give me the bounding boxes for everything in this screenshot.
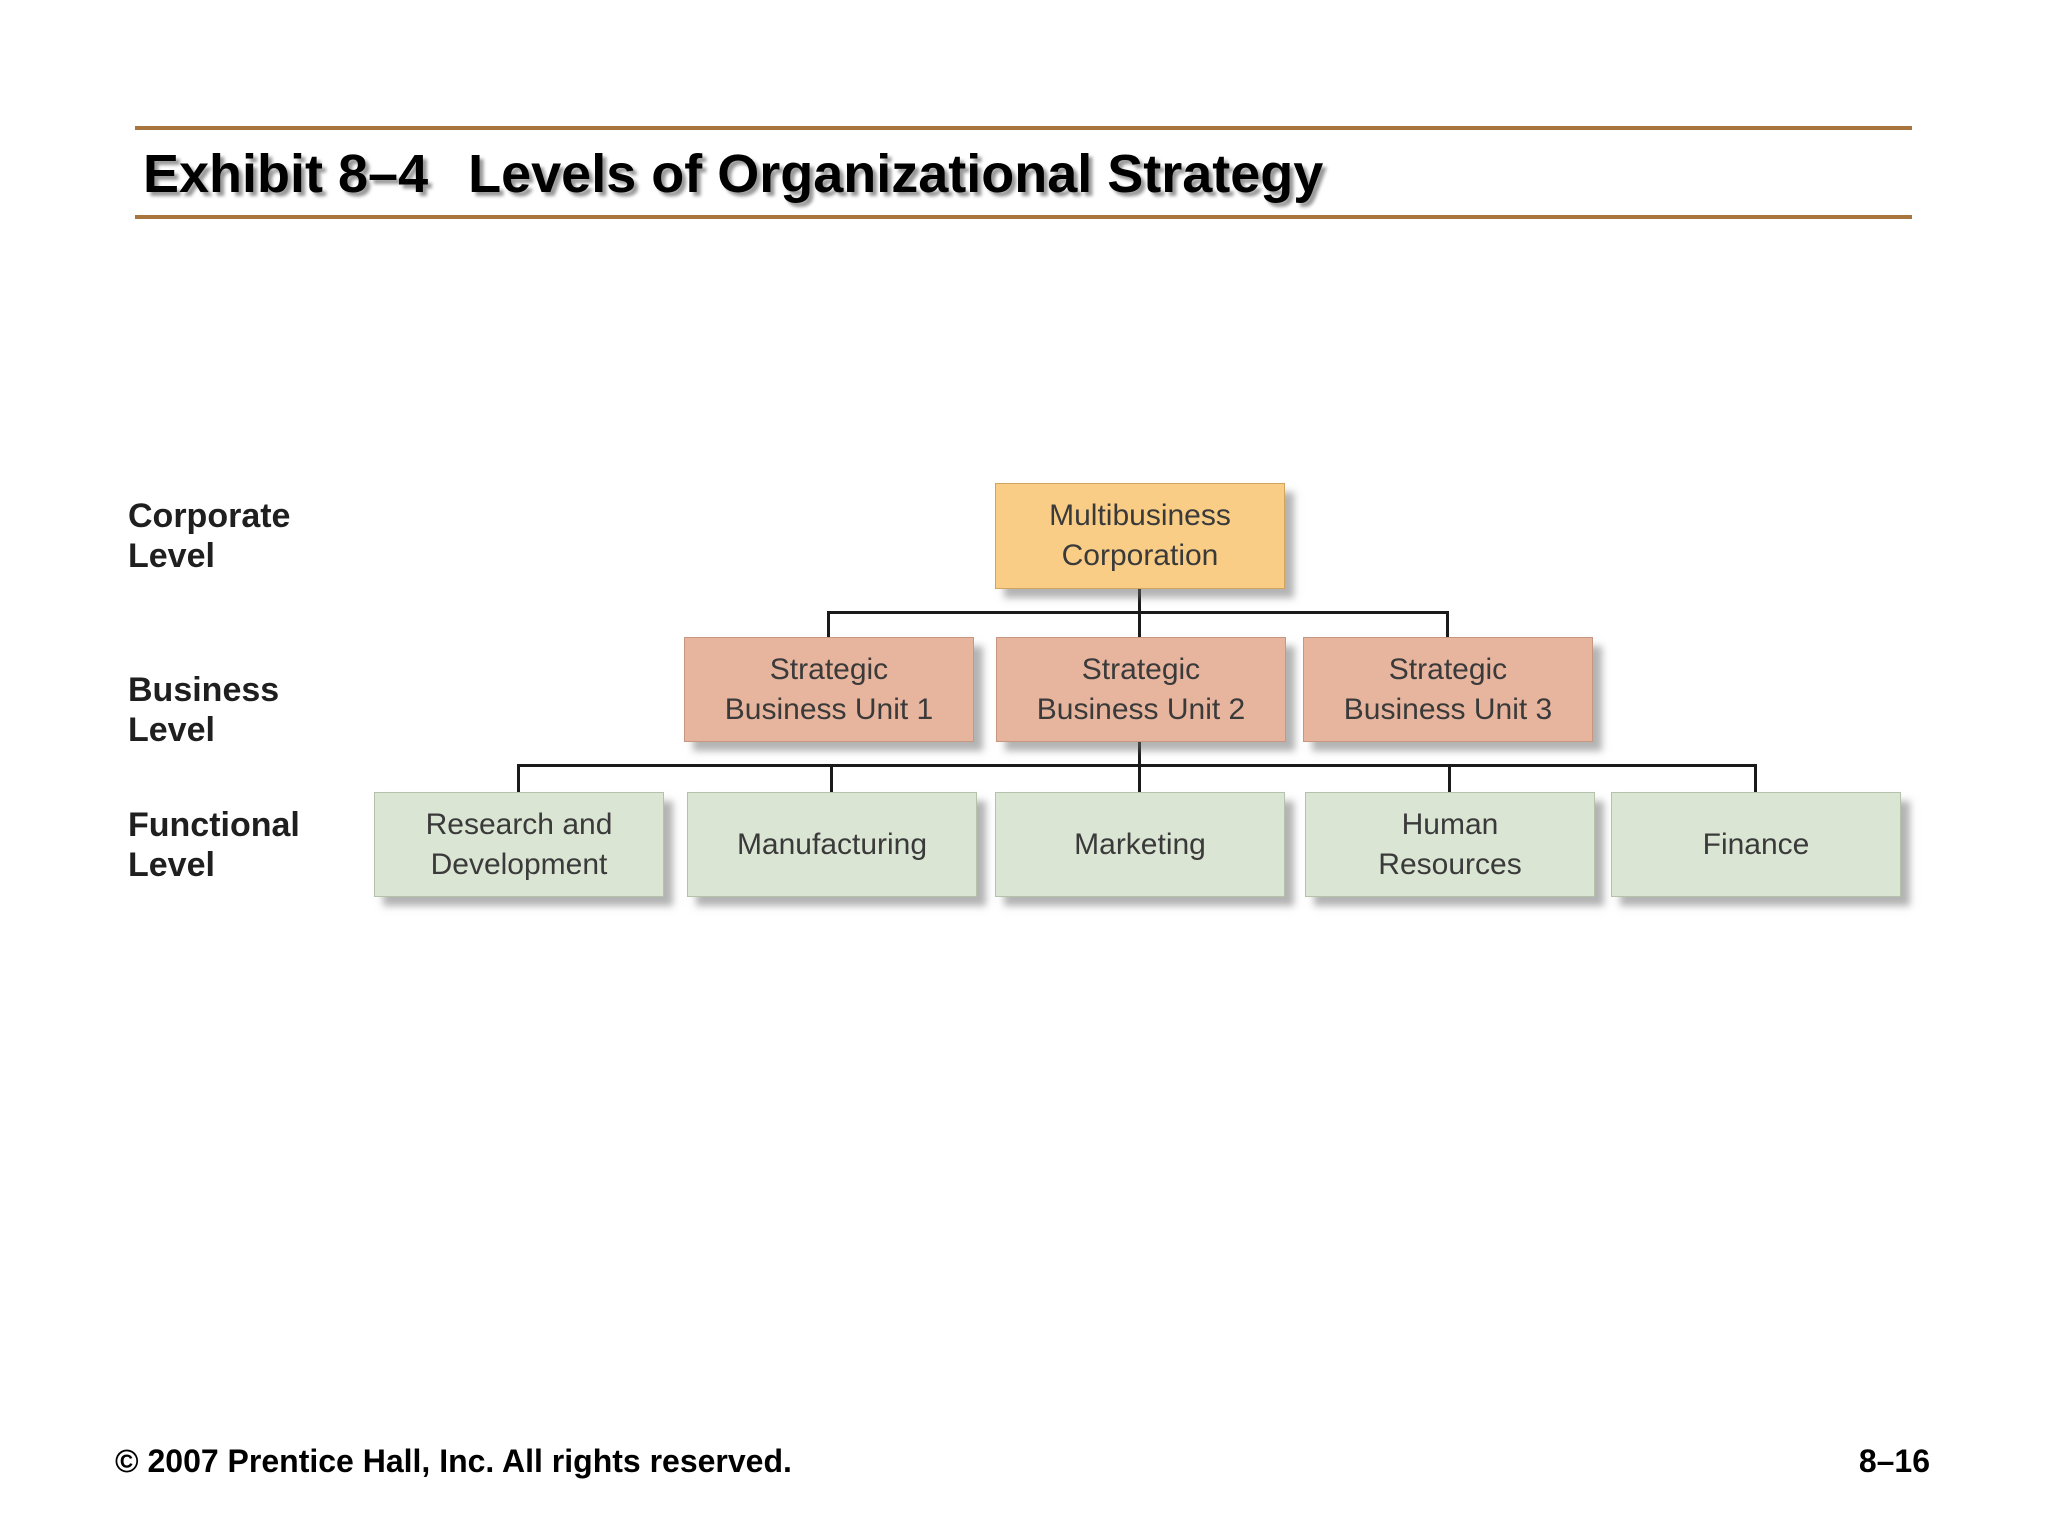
org-box-label-line: Corporation xyxy=(1061,539,1219,572)
org-box-label-line: Business Unit 2 xyxy=(1036,692,1246,726)
title-rule-top xyxy=(135,126,1912,130)
connector-drop-hr xyxy=(1448,764,1451,794)
connector-business-bus xyxy=(827,611,1449,614)
org-box-marketing: Marketing xyxy=(995,792,1285,897)
level-label-line: Level xyxy=(128,711,215,749)
org-box-label-line: Business Unit 1 xyxy=(724,692,934,726)
connector-drop-finance xyxy=(1754,764,1757,794)
footer-copyright: © 2007 Prentice Hall, Inc. All rights re… xyxy=(115,1443,792,1479)
org-box-multibusiness-corporation: Multibusiness Corporation xyxy=(995,483,1285,589)
org-box-finance: Finance xyxy=(1611,792,1901,897)
connector-functional-bus xyxy=(517,764,1757,767)
org-box-manufacturing: Manufacturing xyxy=(687,792,977,897)
level-label-business: Business Level xyxy=(128,670,279,750)
org-box-label-line: Research and xyxy=(425,807,613,841)
org-box-label-line: Resources xyxy=(1378,847,1522,881)
org-box-label-line: Multibusiness xyxy=(1049,499,1231,532)
level-label-functional: Functional Level xyxy=(128,805,300,885)
org-box-label-line: Strategic xyxy=(1081,652,1201,686)
page-number: 8–16 xyxy=(1858,1443,1930,1479)
connector-drop-sbu1 xyxy=(827,611,830,639)
org-box-label-line: Development xyxy=(430,847,608,881)
org-box-sbu-1: Strategic Business Unit 1 xyxy=(684,637,974,742)
connector-drop-manufacturing xyxy=(830,764,833,794)
level-label-corporate: Corporate Level xyxy=(128,496,290,576)
title-rule-bottom xyxy=(135,215,1912,219)
org-box-sbu-3: Strategic Business Unit 3 xyxy=(1303,637,1593,742)
org-box-label-line: Human xyxy=(1401,807,1499,841)
org-box-label-line: Business Unit 3 xyxy=(1343,692,1553,726)
level-label-line: Level xyxy=(128,537,215,575)
level-label-line: Level xyxy=(128,846,215,884)
org-box-label-line: Marketing xyxy=(1074,827,1206,861)
org-box-human-resources: Human Resources xyxy=(1305,792,1595,897)
org-box-label-line: Strategic xyxy=(769,652,889,686)
level-label-line: Functional xyxy=(128,806,300,844)
org-box-research-development: Research and Development xyxy=(374,792,664,897)
connector-drop-sbu3 xyxy=(1446,611,1449,639)
level-label-line: Corporate xyxy=(128,497,291,535)
org-box-label-line: Strategic xyxy=(1388,652,1508,686)
org-box-label-line: Manufacturing xyxy=(736,827,928,861)
page-title: Exhibit 8–4 Levels of Organizational Stra… xyxy=(143,143,1323,205)
exhibit-number: Exhibit 8–4 xyxy=(143,144,429,204)
title-text: Levels of Organizational Strategy xyxy=(468,144,1324,204)
level-label-line: Business xyxy=(128,671,280,709)
org-box-sbu-2: Strategic Business Unit 2 xyxy=(996,637,1286,742)
connector-sbu2-stem xyxy=(1138,740,1141,794)
connector-drop-rd xyxy=(517,764,520,794)
org-box-label-line: Finance xyxy=(1702,827,1810,861)
